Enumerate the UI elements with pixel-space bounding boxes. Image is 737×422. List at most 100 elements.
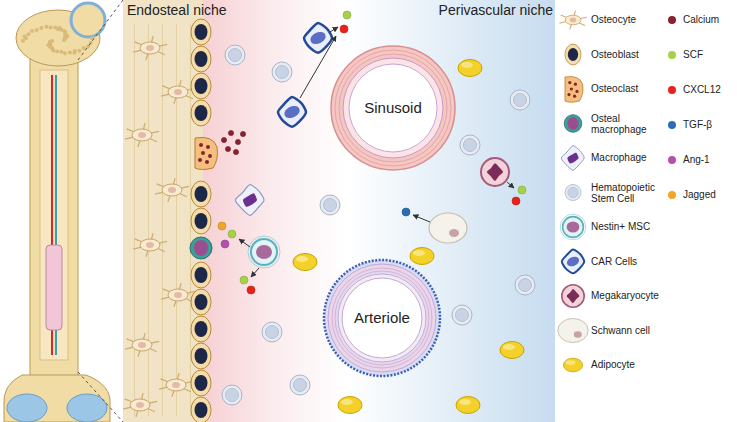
hsc-cell [452,305,472,325]
legend-icon [564,115,582,133]
adipocyte-cell [410,248,434,265]
matrix-line [148,24,149,416]
legend-text: Megakaryocyte [591,290,661,302]
osteoblast-cell [191,262,211,288]
legend-icon [565,77,583,103]
osteoblast-cell [191,316,211,342]
matrix-line [176,24,177,416]
osteoblast-cell [191,289,211,315]
signal-dot [343,11,351,19]
legend-text: Macrophage [591,152,661,164]
osteoblast-cell [191,343,211,369]
osteoclast-cell [195,137,218,169]
nestin-cell [248,236,280,268]
legend-text: Nestin+ MSC [591,221,661,233]
legend-text: Osteal macrophage [591,112,661,135]
zoom-line [78,372,123,422]
legend-text: Osteocyte [591,14,661,26]
legend-text: Ang-1 [683,154,735,166]
legend-text: Adipocyte [591,359,661,371]
vessel-label: Arteriole [354,309,410,327]
legend-text: CAR Cells [591,256,661,268]
zoom-line [78,0,123,60]
legend-icon [562,285,584,307]
niche-title: Endosteal niche [127,2,227,19]
signal-dot [240,131,245,136]
legend-text: Osteoblast [591,49,661,61]
hsc-cell [510,90,530,110]
signal-dot [247,286,255,294]
osteocyte-cell [159,373,193,397]
legend-swatch [668,86,676,94]
osteoblast-cell [191,370,211,396]
legend-text: Hematopoietic Stem Cell [591,181,661,204]
osteocyte-cell [123,393,157,417]
legend-text: Schwann cell [591,325,661,337]
hsc-cell [272,62,292,82]
schwann-cell [429,213,467,243]
signal-dot [340,25,348,33]
ostealMac-cell [190,237,212,259]
adipocyte-cell [338,397,362,414]
legend-swatch [668,16,676,24]
arrow [413,215,430,222]
matrix-line [134,24,135,416]
adipocyte-cell [293,254,317,271]
illustration-layer [4,0,555,422]
signal-dot [225,146,230,151]
adipocyte-cell [458,60,482,77]
arrow [330,27,338,32]
signal-dot [402,208,410,216]
legend-text: TGF-β [683,119,735,131]
osteocyte-cell [161,80,195,104]
mega-cell [481,158,509,186]
matrix-line [162,24,163,416]
hsc-cell [262,322,282,342]
legend-icon [558,319,588,343]
niche-title: Perivascular niche [439,2,553,19]
legend-icon [560,214,586,240]
osteoblast-cell [191,208,211,234]
legend-icon [563,358,582,372]
legend-swatch [668,121,676,129]
long-bone [4,3,110,422]
signal-dot [240,276,248,284]
hsc-cell [460,135,480,155]
signal-dot [233,149,238,154]
arrow [300,36,336,98]
osteoblast-cell [191,73,211,99]
macrophage-cell [235,185,264,216]
osteoblast-cell [191,100,211,126]
hsc-cell [222,385,242,405]
legend-swatch [668,51,676,59]
legend-icon [565,44,581,65]
arrow [507,182,514,188]
hsc-cell [515,275,535,295]
osteocyte-cell [125,333,159,357]
osteoblast-cell [191,19,211,45]
arrow [239,239,250,247]
signal-dot [228,230,236,238]
legend-icon [561,146,584,171]
osteocyte-cell [155,178,189,202]
legend-text: SCF [683,49,735,61]
sinusoid-vessel: Sinusoid [330,45,456,171]
legend-icon [562,249,584,273]
osteocyte-cell [161,283,195,307]
osteoblast-cell [191,46,211,72]
legend-text: Osteoclast [591,83,661,95]
legend-swatch [668,191,676,199]
signal-dot [512,197,520,205]
legend-icon [559,11,586,30]
signal-dot [221,137,226,142]
hsc-cell [290,375,310,395]
car-cell [278,97,306,127]
hsc-cell [320,195,340,215]
legend-text: Jagged [683,189,735,201]
signal-dot [228,130,233,135]
car-cell [304,23,332,53]
legend-text: Calcium [683,14,735,26]
signal-dot [235,139,240,144]
legend-text: CXCL12 [683,84,735,96]
